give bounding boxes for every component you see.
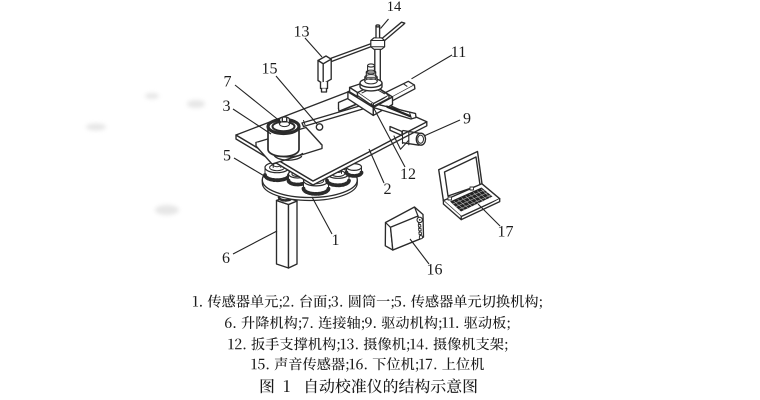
- svg-text:1: 1: [332, 232, 340, 249]
- svg-text:13: 13: [294, 24, 310, 41]
- svg-text:9: 9: [463, 111, 471, 128]
- svg-text:2: 2: [384, 181, 392, 198]
- svg-text:15: 15: [262, 61, 278, 78]
- svg-text:16: 16: [427, 262, 443, 279]
- svg-text:6: 6: [222, 250, 230, 267]
- svg-text:12: 12: [400, 166, 416, 183]
- svg-text:11: 11: [451, 44, 466, 61]
- svg-text:17: 17: [498, 224, 514, 241]
- svg-text:14: 14: [387, 0, 402, 15]
- svg-text:7: 7: [224, 74, 232, 91]
- svg-text:5: 5: [223, 148, 231, 165]
- svg-text:3: 3: [223, 98, 231, 115]
